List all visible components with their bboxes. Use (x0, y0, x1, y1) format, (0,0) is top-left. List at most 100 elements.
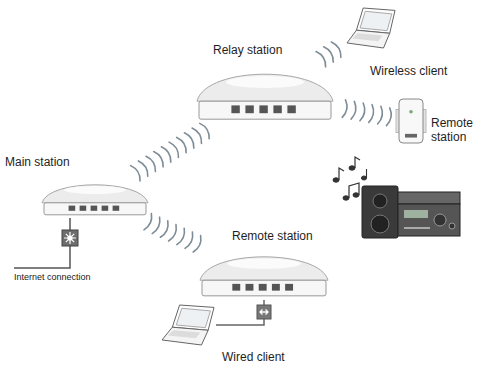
station-port (273, 105, 281, 113)
wave-arc (138, 161, 147, 176)
station-port (80, 206, 87, 211)
wave-arc (154, 152, 163, 167)
wave-arc (177, 228, 185, 244)
receiver-knob (434, 214, 446, 226)
port-box (257, 305, 271, 319)
note-stem (355, 157, 360, 168)
station-port (113, 206, 120, 211)
wave-arc (351, 101, 356, 119)
dome-highlight (226, 76, 304, 88)
laptop-base (162, 327, 208, 345)
laptop-keyboard (352, 33, 382, 41)
device-node: Wired client (160, 303, 216, 347)
station-port (285, 284, 293, 291)
wireless-connector (316, 42, 341, 67)
wave-arc (316, 52, 326, 67)
device-node: Remote station (396, 98, 426, 144)
station-body (399, 99, 423, 143)
speaker-box (362, 186, 398, 238)
wave-arc (386, 108, 391, 126)
speaker-cone (371, 215, 389, 233)
wave-arc (146, 156, 155, 171)
wave-arc (185, 232, 193, 248)
wave-arc (184, 133, 193, 148)
device-label: Relay station (213, 43, 282, 57)
station-dome (197, 74, 333, 101)
station-port (246, 284, 254, 291)
receiver-box (398, 204, 460, 236)
station-port (69, 206, 76, 211)
laptop-icon (160, 303, 216, 347)
station-port (232, 284, 240, 291)
wave-arc (161, 147, 170, 162)
wave-arc (144, 213, 152, 229)
receiver-knob (449, 223, 455, 229)
base-station-icon (198, 248, 330, 300)
laptop-display (176, 308, 210, 327)
laptop-keyboard (168, 330, 200, 338)
note-head (361, 176, 366, 180)
wave-arc (378, 106, 383, 124)
laptop-screen (356, 8, 395, 33)
ethernet-port-icon (257, 305, 271, 319)
wave-arc (324, 47, 334, 62)
device-label: Wireless client (370, 64, 447, 78)
station-port (272, 284, 280, 291)
wave-arc (331, 42, 341, 57)
receiver-buttons (404, 227, 430, 229)
wave-arc (169, 142, 178, 157)
device-node: Main station (40, 178, 150, 218)
deck-box (398, 192, 460, 204)
wave-arc (169, 225, 177, 241)
device-node: Wireless client (345, 6, 397, 50)
wave-arc (192, 128, 201, 143)
station-panel (199, 101, 331, 119)
device-label: Wired client (222, 350, 285, 364)
music-notes (333, 157, 367, 200)
wave-arc (160, 221, 168, 237)
wave-arc (342, 100, 347, 118)
stereo-illustration (362, 186, 460, 238)
express-station-icon (396, 98, 426, 144)
wireless-connector (342, 100, 391, 126)
station-dome (42, 185, 148, 203)
laptop-screen (172, 305, 214, 330)
note-stem (349, 183, 359, 198)
station-panel (202, 280, 326, 296)
station-port (245, 105, 253, 113)
laptop-base (347, 30, 390, 48)
device-label: Main station (5, 155, 70, 169)
station-port (287, 105, 295, 113)
note-stem (366, 169, 367, 178)
wireless-connector (131, 123, 210, 181)
device-label: Remote station (232, 229, 313, 243)
station-port (259, 284, 267, 291)
dome-highlight (64, 186, 126, 194)
wave-arc (152, 217, 160, 233)
device-label: Remote station (431, 116, 475, 144)
station-port (102, 206, 109, 211)
laptop-display (360, 11, 392, 30)
note-head (353, 193, 359, 197)
station-port (91, 206, 98, 211)
connection-label: Internet connection (14, 272, 91, 283)
laptop-icon (345, 6, 397, 50)
wireless-connector (144, 213, 201, 252)
status-light (409, 110, 413, 114)
wave-arc (369, 105, 374, 123)
wave-arc (177, 137, 186, 152)
port-arrows (260, 310, 268, 315)
device-node: Remote station (198, 248, 330, 300)
base-station-icon (195, 64, 335, 124)
port-box (62, 230, 78, 246)
wave-arc (193, 236, 201, 252)
receiver-display (404, 210, 428, 218)
device-node: Relay station (195, 64, 335, 124)
note-stem (339, 168, 344, 180)
note-head (333, 178, 339, 182)
dome-highlight (227, 258, 301, 268)
network-port-icon (62, 230, 78, 246)
wave-arc (360, 103, 365, 121)
station-port (259, 105, 267, 113)
wave-arc (131, 166, 140, 181)
